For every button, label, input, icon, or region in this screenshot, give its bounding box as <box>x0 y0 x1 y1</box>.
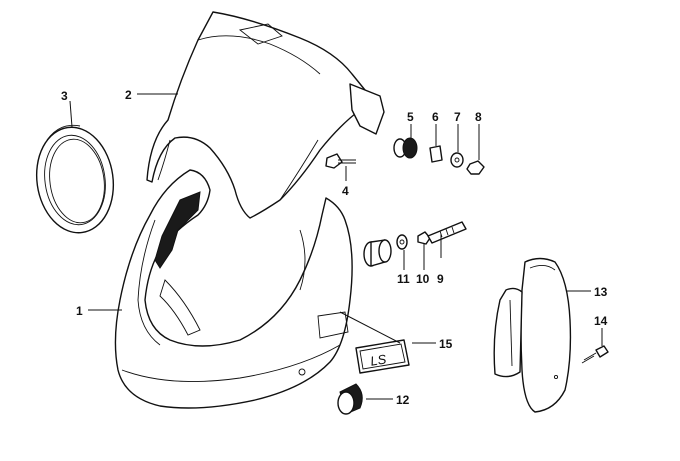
callout-4: 4 <box>342 184 349 198</box>
callout-11: 11 <box>397 272 410 286</box>
part-8-nut <box>466 160 485 175</box>
callout-7: 7 <box>454 110 461 124</box>
part-3-headlight-ring <box>35 124 115 234</box>
callout-labels: 3 2 1 4 5 6 7 8 9 10 11 12 13 14 15 <box>61 88 608 407</box>
part-9-bolt <box>417 221 467 245</box>
callout-8: 8 <box>475 110 482 124</box>
part-14-screw <box>581 345 609 364</box>
part-10-washer <box>396 234 408 250</box>
badge-text: LS <box>369 351 387 368</box>
callout-3: 3 <box>61 89 68 103</box>
callout-6: 6 <box>432 110 439 124</box>
part-5-grommet <box>393 137 418 159</box>
callout-12: 12 <box>396 393 410 407</box>
part-2-upper-fairing <box>146 11 385 219</box>
part-1-lower-fairing <box>114 169 353 409</box>
part-15-ls-badge: LS <box>355 339 410 374</box>
callout-2: 2 <box>125 88 132 102</box>
callout-5: 5 <box>407 110 414 124</box>
leader-lines <box>69 93 603 400</box>
callout-13: 13 <box>594 285 608 299</box>
part-4-screw <box>325 153 356 169</box>
callout-1: 1 <box>76 304 83 318</box>
callout-9: 9 <box>437 272 444 286</box>
part-12-rubber-buffer <box>337 383 363 415</box>
part-11-rubber-bush <box>363 239 392 267</box>
part-6-clip-nut <box>429 145 443 163</box>
callout-14: 14 <box>594 314 608 328</box>
part-13-side-panel <box>493 257 572 413</box>
callout-15: 15 <box>439 337 453 351</box>
callout-10: 10 <box>416 272 430 286</box>
part-7-washer <box>450 152 464 168</box>
